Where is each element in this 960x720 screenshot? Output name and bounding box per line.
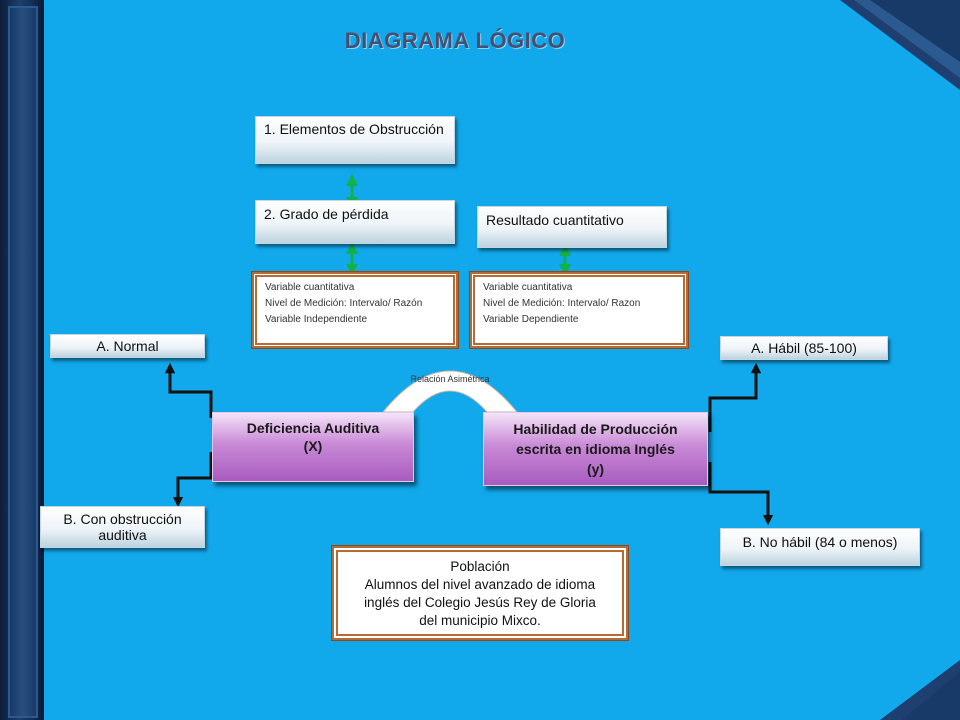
box-variable-dependiente: Variable cuantitativa Nivel de Medición:… [469,271,689,349]
var-indep-line1: Variable cuantitativa [265,282,355,293]
poblacion-line1: Alumnos del nivel avanzado de idioma [364,577,596,592]
connector-to-obstruccion [172,452,213,508]
connector-to-habil [708,362,762,432]
box-variable-independiente: Variable cuantitativa Nivel de Medición:… [251,271,459,349]
box-a-normal: A. Normal [50,334,205,358]
box-b-no-habil: B. No hábil (84 o menos) [720,528,920,566]
left-frame-border [0,0,44,720]
var-indep-line3: Variable Independiente [265,314,368,325]
connector-to-no-habil [708,462,774,526]
box-habilidad-produccion: Habilidad de Producción escrita en idiom… [483,412,708,486]
box-b-con-obstruccion: B. Con obstrucción auditiva [40,506,205,548]
box-resultado-cuantitativo: Resultado cuantitativo [477,206,667,248]
var-dep-line3: Variable Dependiente [483,314,579,325]
relacion-asimetrica-label: Relación Asimétrica [410,374,490,384]
bottom-right-frame-corner [880,660,960,720]
box-a-habil: A. Hábil (85-100) [720,336,888,360]
box-deficiencia-auditiva: Deficiencia Auditiva (X) [212,412,414,482]
connector-to-normal [164,362,213,418]
relacion-asimetrica-arch [381,370,519,413]
var-indep-line2: Nivel de Medición: Intervalo/ Razón [265,298,423,309]
poblacion-line3: del municipio Mixco. [419,613,541,628]
poblacion-heading: Población [450,559,510,574]
box-poblacion: Población Alumnos del nivel avanzado de … [331,545,629,641]
var-dep-line2: Nivel de Medición: Intervalo/ Razon [483,298,641,309]
top-right-frame-corner [840,0,960,90]
box-grado-perdida: 2. Grado de pérdida [255,200,455,244]
diagram-title: DIAGRAMA LÓGICO [344,28,566,53]
var-dep-line1: Variable cuantitativa [483,282,573,293]
poblacion-line2: inglés del Colegio Jesús Rey de Gloria [364,595,596,610]
box-elementos-obstruccion: 1. Elementos de Obstrucción [255,116,455,164]
